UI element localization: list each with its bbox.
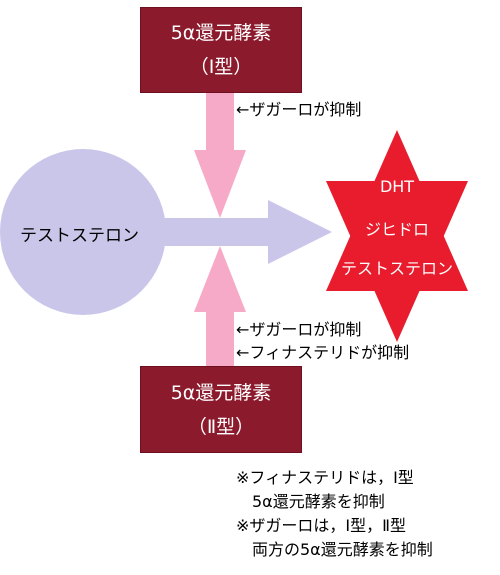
inhibition-arrow-type2: [194, 246, 246, 368]
testosterone-circle: [0, 149, 166, 315]
enzyme-type1-type: （Ⅰ型）: [189, 56, 253, 78]
inhibitor-label-type1-zagallo: ←ザガーロが抑制: [236, 100, 362, 119]
enzyme-type2-box: 5α還元酵素 （Ⅱ型）: [140, 366, 302, 453]
dht-label-dihydro: ジヒドロ: [364, 220, 429, 239]
inhibitor-label-type2-zagallo: ←ザガーロが抑制: [236, 320, 362, 339]
enzyme-type2-type: （Ⅱ型）: [187, 415, 255, 438]
dht-label-testosterone: テストステロン: [340, 259, 453, 278]
note-line-2: 5α還元酵素を抑制: [236, 492, 385, 511]
inhibition-arrow-type1: [194, 92, 246, 218]
note-line-4: 両方の5α還元酵素を抑制: [236, 540, 433, 559]
conversion-arrow: [160, 200, 332, 264]
enzyme-type1-box: 5α還元酵素 （Ⅰ型）: [140, 7, 302, 93]
note-line-3: ※ザガーロは，Ⅰ型，Ⅱ型: [236, 516, 407, 535]
inhibitor-label-type2-finasteride: ←フィナステリドが抑制: [236, 343, 410, 362]
dht-star-down: [326, 181, 468, 342]
dht-label: DHT: [379, 177, 415, 196]
enzyme-type1-name: 5α還元酵素: [170, 22, 272, 44]
testosterone-label: テストステロン: [20, 226, 139, 246]
note-line-1: ※フィナステリドは，Ⅰ型: [236, 468, 414, 487]
enzyme-type2-name: 5α還元酵素: [170, 381, 272, 404]
